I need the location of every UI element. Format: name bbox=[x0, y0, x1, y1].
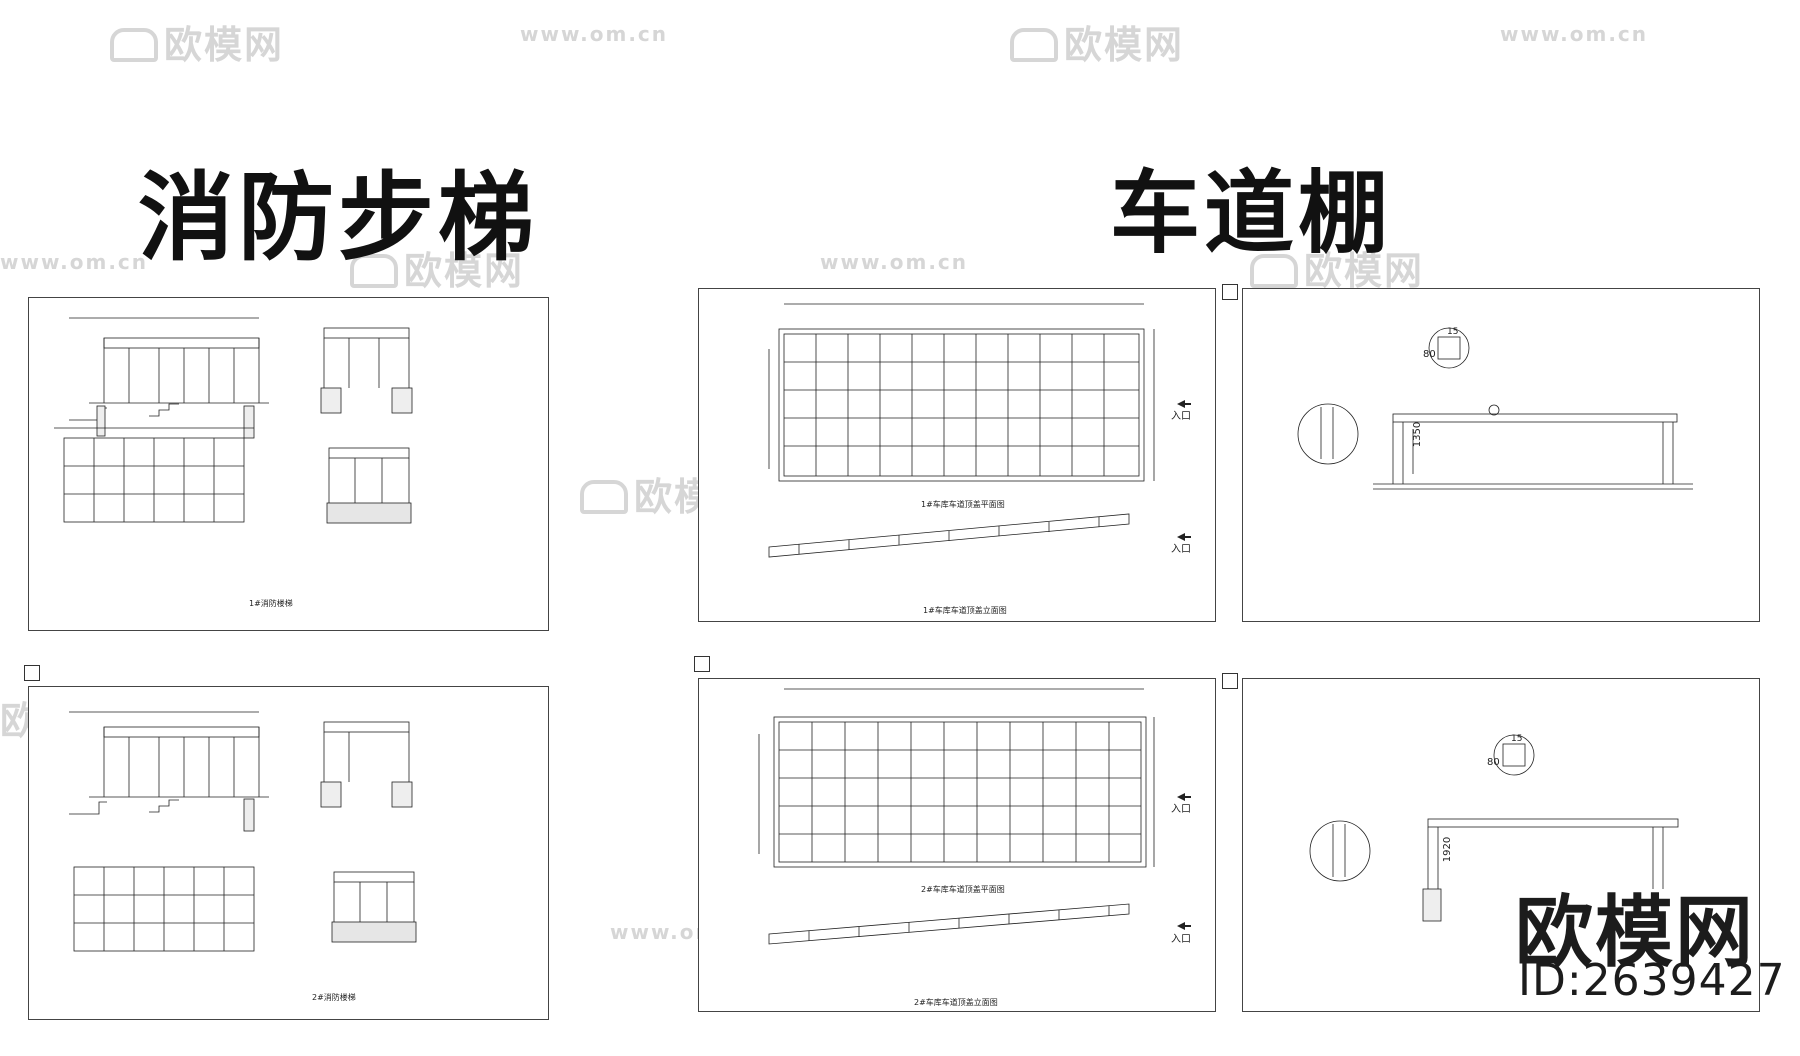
entry-label: 入口 bbox=[1171, 411, 1191, 422]
dimension-label: 1350 bbox=[1412, 421, 1424, 448]
watermark-url: www.om.cn bbox=[1500, 22, 1649, 46]
dimension-label: 80 bbox=[1423, 349, 1436, 360]
drawing-caption: 1#车库车道顶盖立面图 bbox=[923, 606, 1007, 615]
dimension-label: 15 bbox=[1511, 734, 1523, 744]
drawing-sheet-section-2[interactable]: 1920 80 15 bbox=[1242, 678, 1760, 1012]
entry-label: 入口 bbox=[1171, 804, 1191, 815]
sheet-select-checkbox[interactable] bbox=[1222, 673, 1238, 689]
sheet-select-checkbox[interactable] bbox=[1222, 284, 1238, 300]
dimension-label: 1920 bbox=[1442, 836, 1454, 863]
watermark-url: www.om.cn bbox=[0, 250, 149, 274]
dimension-label: 15 bbox=[1447, 327, 1459, 337]
section-2-drawing bbox=[1309, 734, 1679, 922]
entry-label: 入口 bbox=[1171, 934, 1191, 945]
sheet-select-checkbox[interactable] bbox=[24, 665, 40, 681]
sheet-select-checkbox[interactable] bbox=[694, 656, 710, 672]
brand-logo-text: 欧模网 bbox=[1515, 888, 1756, 978]
watermark-logo: 欧模网 bbox=[1010, 14, 1184, 69]
drawing-sheet-canopy-2[interactable]: 入口 入口 2#车库车道顶盖平面图 2#车库车道顶盖立面图 bbox=[698, 678, 1216, 1012]
watermark-logo: 欧模网 bbox=[110, 14, 284, 69]
drawing-sheet-stair-2[interactable]: 2#消防楼梯 bbox=[28, 686, 549, 1020]
canopy-1-drawing bbox=[768, 303, 1191, 558]
dimension-label: 80 bbox=[1487, 757, 1500, 768]
watermark-url: www.om.cn bbox=[820, 250, 969, 274]
canopy-2-drawing bbox=[758, 688, 1191, 945]
drawing-sheet-section-1[interactable]: 1350 80 15 bbox=[1242, 288, 1760, 622]
drawing-caption: 2#车库车道顶盖立面图 bbox=[914, 998, 998, 1007]
section-title-driveway-canopy: 车道棚 bbox=[1110, 161, 1392, 266]
drawing-caption: 1#消防楼梯 bbox=[249, 599, 293, 608]
stair-1-drawing bbox=[54, 317, 413, 524]
brand-id-text: ID:2639427 bbox=[1518, 955, 1786, 1006]
entry-label: 入口 bbox=[1171, 544, 1191, 555]
section-title-fire-stair: 消防步梯 bbox=[138, 162, 538, 274]
drawing-caption: 2#消防楼梯 bbox=[312, 993, 356, 1002]
section-1-drawing bbox=[1297, 327, 1693, 490]
drawing-caption: 1#车库车道顶盖平面图 bbox=[921, 500, 1005, 509]
drawing-caption: 2#车库车道顶盖平面图 bbox=[921, 885, 1005, 894]
stair-2-drawing bbox=[69, 711, 417, 952]
drawing-sheet-canopy-1[interactable]: 入口 入口 1#车库车道顶盖平面图 1#车库车道顶盖立面图 bbox=[698, 288, 1216, 622]
watermark-url: www.om.cn bbox=[520, 22, 669, 46]
drawing-sheet-stair-1[interactable]: 1#消防楼梯 bbox=[28, 297, 549, 631]
